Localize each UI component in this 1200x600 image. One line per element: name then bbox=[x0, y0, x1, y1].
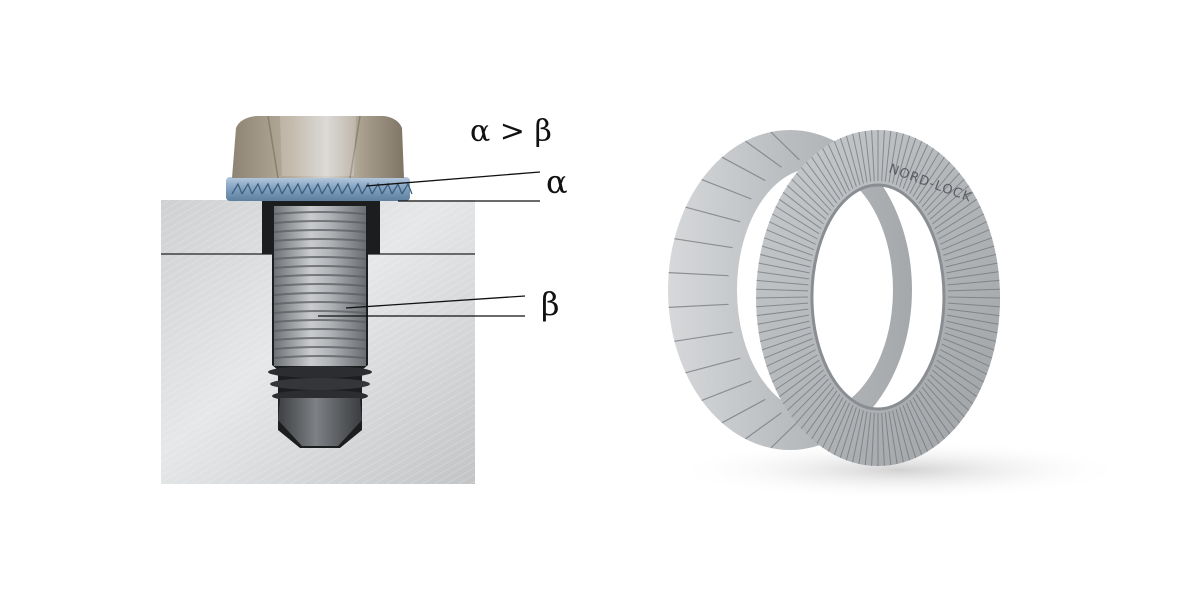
label-alpha: α bbox=[546, 163, 568, 201]
leader-alpha-top bbox=[365, 171, 541, 187]
washer-shadow bbox=[670, 440, 1130, 500]
bolt-tip bbox=[278, 398, 362, 446]
lock-washer-section bbox=[226, 177, 410, 201]
bolt-cross-section bbox=[161, 115, 541, 484]
label-alpha-greater-beta: α > β bbox=[470, 114, 552, 149]
front-washer-serrations bbox=[755, 130, 1001, 466]
bolt-threads bbox=[273, 211, 367, 359]
bolt-ring bbox=[268, 366, 372, 378]
nord-lock-washer-pair: NORD-LOCK bbox=[668, 130, 1130, 500]
front-washer-inner-edge bbox=[810, 183, 946, 411]
label-beta: β bbox=[541, 285, 560, 323]
leader-beta-top bbox=[345, 295, 526, 309]
washer-cams bbox=[231, 182, 413, 195]
front-washer-ring bbox=[756, 130, 1001, 466]
back-washer-radial-lines bbox=[668, 131, 800, 449]
